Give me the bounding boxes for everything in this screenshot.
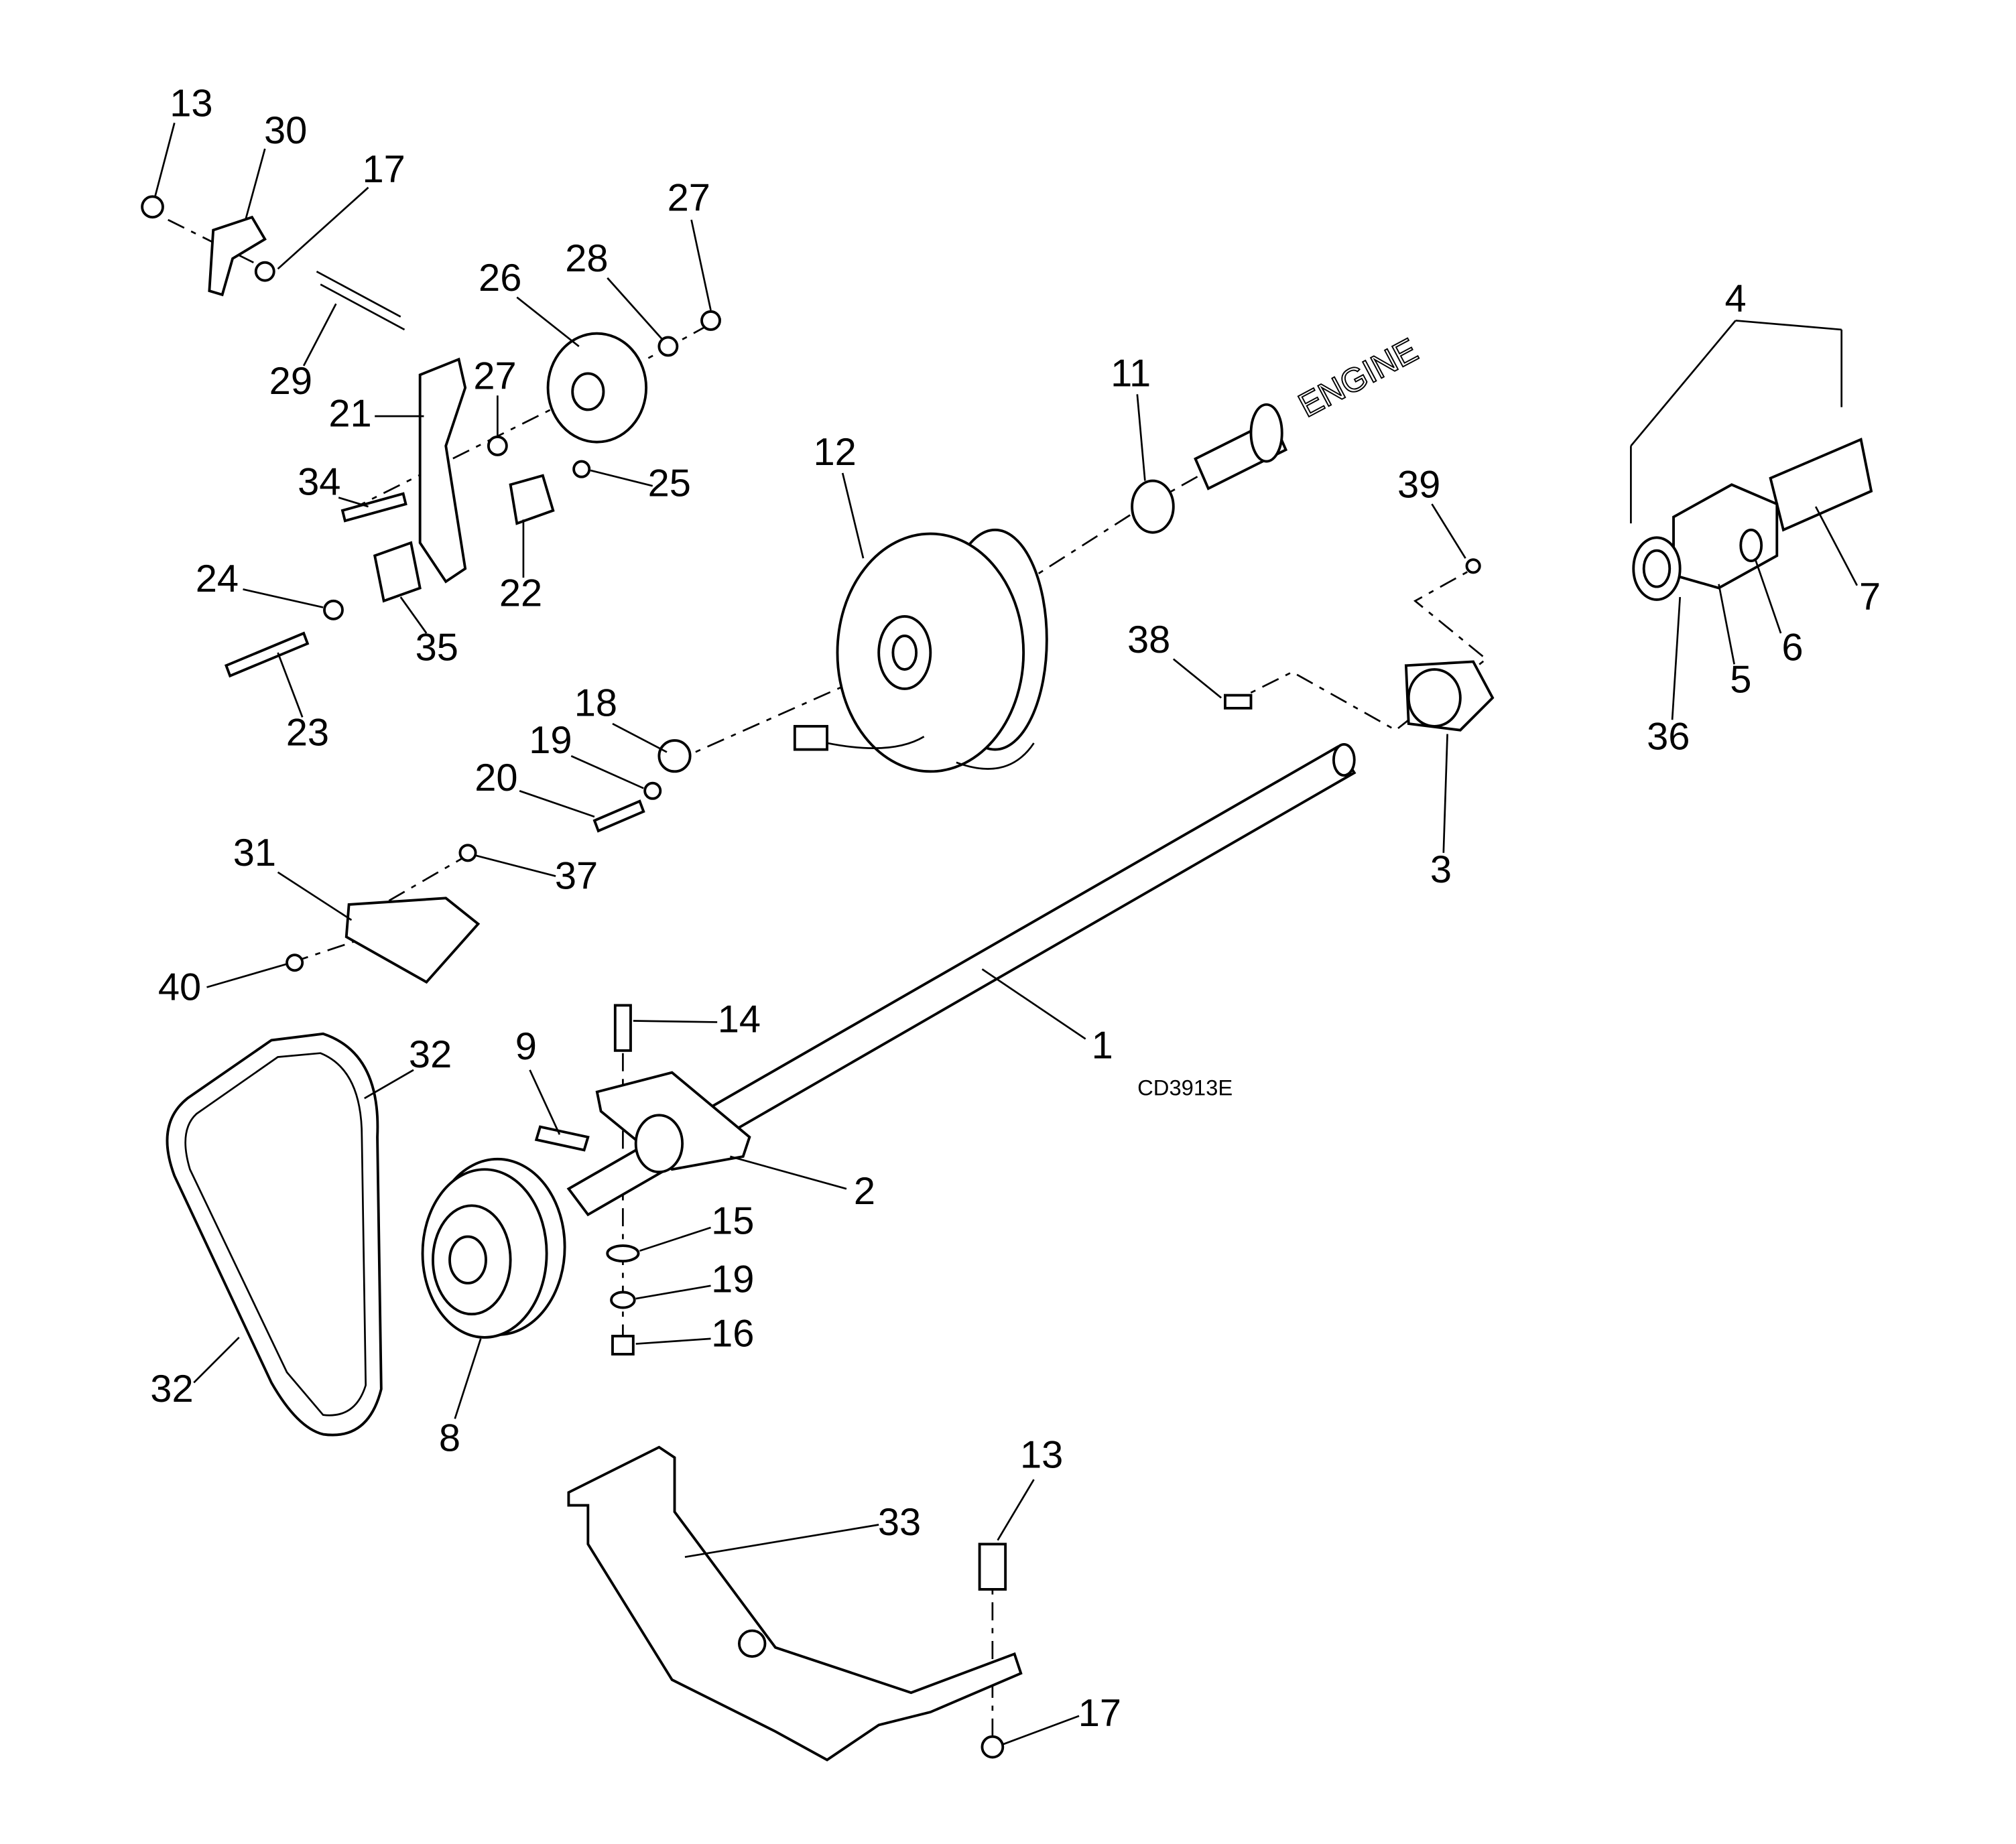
callout-label: 32 bbox=[150, 1368, 193, 1410]
leader-line bbox=[399, 596, 428, 634]
callout-label: 33 bbox=[878, 1501, 921, 1544]
leader-line bbox=[364, 1069, 414, 1100]
leader-line bbox=[607, 277, 663, 340]
callout-label: 2 bbox=[854, 1170, 875, 1213]
leader-line bbox=[243, 588, 324, 608]
leader-line bbox=[245, 148, 266, 220]
callout-label: 11 bbox=[1111, 352, 1151, 395]
callout-label: 32 bbox=[409, 1033, 452, 1076]
leader-line bbox=[997, 1479, 1035, 1541]
leader-line bbox=[193, 1336, 240, 1384]
engine-label: ENGINE bbox=[1292, 331, 1424, 425]
leader-line bbox=[1136, 394, 1146, 481]
leader-line bbox=[690, 219, 712, 311]
callout-label: 7 bbox=[1859, 576, 1881, 618]
callout-label: 18 bbox=[574, 681, 617, 724]
callout-label: 16 bbox=[711, 1312, 754, 1355]
callout-label: 3 bbox=[1430, 848, 1452, 891]
callout-label: 1 bbox=[1092, 1024, 1113, 1067]
callout-label: 17 bbox=[363, 148, 405, 191]
leader-line bbox=[1671, 596, 1682, 720]
callout-label: 37 bbox=[555, 855, 598, 898]
callout-label: 12 bbox=[813, 431, 856, 474]
callout-label: 13 bbox=[1020, 1434, 1063, 1477]
callout-label: 19 bbox=[529, 719, 572, 762]
leader-line bbox=[570, 754, 644, 789]
callout-label: 26 bbox=[479, 257, 521, 300]
callout-label: 8 bbox=[439, 1417, 460, 1459]
parts-drawing bbox=[141, 195, 1873, 1762]
leader-line bbox=[302, 303, 337, 367]
leader-line bbox=[154, 123, 176, 197]
leader-line bbox=[612, 722, 668, 753]
leader-line bbox=[206, 963, 288, 988]
leader-line bbox=[1718, 584, 1735, 665]
leader-line bbox=[633, 1020, 718, 1023]
callout-label: 24 bbox=[196, 557, 239, 600]
leader-line bbox=[516, 296, 580, 348]
leader-line bbox=[519, 790, 595, 818]
leader-line bbox=[730, 1155, 847, 1190]
callout-label: 25 bbox=[648, 462, 691, 505]
leader-line bbox=[841, 472, 865, 559]
leader-line bbox=[1442, 734, 1448, 853]
leader-line bbox=[635, 1285, 711, 1300]
leader-line bbox=[338, 497, 369, 508]
callout-label: 9 bbox=[515, 1025, 537, 1068]
assembly-bracket-line bbox=[1735, 320, 1842, 331]
leader-line bbox=[684, 1524, 879, 1559]
callout-label: 39 bbox=[1397, 463, 1440, 506]
leader-line bbox=[590, 469, 653, 487]
leader-line bbox=[277, 871, 353, 921]
leader-line bbox=[1814, 506, 1858, 586]
leader-line bbox=[1002, 1715, 1080, 1746]
callout-label: 15 bbox=[711, 1200, 754, 1243]
callout-label: 40 bbox=[158, 966, 201, 1009]
callout-label: 22 bbox=[499, 572, 542, 614]
leader-line bbox=[277, 652, 304, 718]
callout-label: 27 bbox=[668, 176, 710, 219]
callout-label: 34 bbox=[298, 461, 340, 504]
callout-label: 28 bbox=[565, 237, 608, 280]
leader-line bbox=[639, 1226, 711, 1252]
drawing-code: CD3913E bbox=[1137, 1075, 1233, 1100]
callout-label: 14 bbox=[718, 998, 761, 1041]
callout-label: 19 bbox=[711, 1258, 754, 1301]
leader-line bbox=[1630, 320, 1737, 447]
callout-label: 6 bbox=[1781, 626, 1803, 669]
callout-label: 35 bbox=[416, 626, 458, 669]
leader-line bbox=[981, 968, 1086, 1040]
leader-line bbox=[454, 1338, 482, 1419]
callout-label: 38 bbox=[1127, 618, 1170, 661]
leader-line bbox=[1172, 658, 1222, 699]
callout-label: 31 bbox=[233, 832, 276, 874]
leader-line bbox=[1754, 557, 1782, 634]
callout-label: 17 bbox=[1078, 1692, 1121, 1735]
callout-label: 29 bbox=[269, 360, 312, 403]
leader-line bbox=[635, 1337, 711, 1345]
leader-line bbox=[277, 186, 369, 270]
callout-label: 13 bbox=[170, 82, 212, 125]
callout-label: 36 bbox=[1647, 715, 1690, 758]
callout-label: 30 bbox=[264, 109, 307, 152]
callout-label: 4 bbox=[1724, 277, 1746, 320]
callout-label: 27 bbox=[473, 354, 516, 397]
callout-leader-lines bbox=[154, 123, 1858, 1746]
leader-line bbox=[1431, 503, 1466, 559]
callout-label: 5 bbox=[1730, 659, 1751, 702]
callout-label: 20 bbox=[475, 756, 517, 799]
leader-line bbox=[475, 854, 556, 877]
leader-line bbox=[529, 1069, 561, 1135]
callout-label: 21 bbox=[328, 392, 371, 435]
callout-label: 23 bbox=[286, 712, 329, 754]
